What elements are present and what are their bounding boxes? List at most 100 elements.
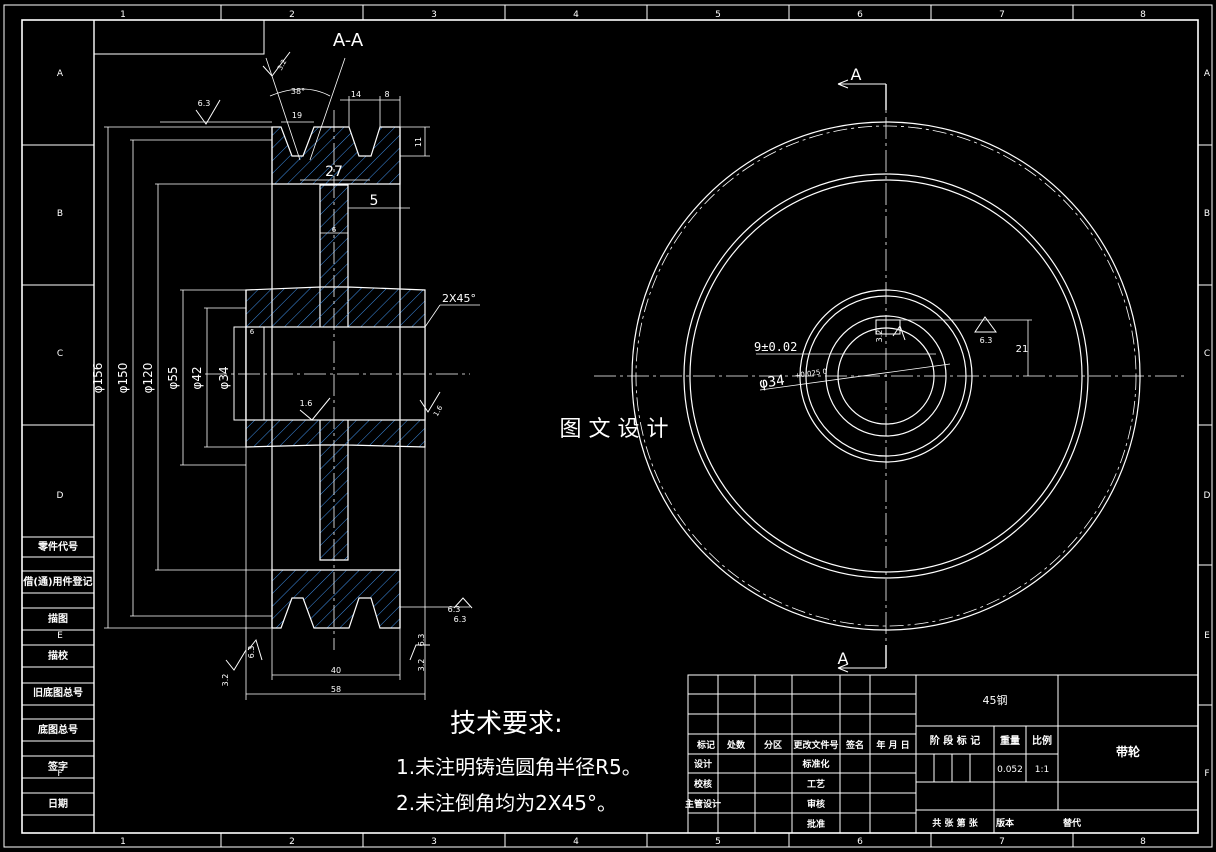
tb-weight-label: 重量 <box>1000 734 1020 747</box>
dim-6a: 6 <box>332 226 337 234</box>
dim-d42: φ42 <box>190 366 204 389</box>
cut-label-bottom: A <box>838 649 849 668</box>
zone-row-left-E: E <box>57 631 63 641</box>
tb-left-row: 校核 <box>694 778 712 790</box>
tb-mid-row: 标准化 <box>801 758 829 770</box>
zone-row-left-B: B <box>57 209 63 219</box>
watermark: 图 文 设 计 <box>560 417 669 442</box>
dim-angle: 38° <box>291 87 305 96</box>
tb-part-name: 带轮 <box>1116 744 1141 759</box>
outer-frame <box>3 4 1213 848</box>
tb-scale: 1:1 <box>1035 765 1049 775</box>
dim-11: 11 <box>414 137 423 147</box>
dim-27: 27 <box>325 164 343 180</box>
dim-chamfer: 2X45° <box>442 292 476 305</box>
rough-63b: 6.3 <box>454 615 467 624</box>
zone-row-right-B: B <box>1204 209 1210 219</box>
rough-63d: 6.3 <box>417 634 426 647</box>
tech-title: 技术要求: <box>450 709 563 739</box>
zone-row-right-C: C <box>1204 349 1210 359</box>
tb-scale-label: 比例 <box>1032 734 1052 747</box>
tb-header: 标记 <box>696 739 715 751</box>
rough-16a: 1.6 <box>300 399 313 408</box>
zone-col-bottom-3: 3 <box>431 837 437 847</box>
rough-32a: 3.2 <box>276 58 288 72</box>
rough-63a: 6.3 <box>198 99 211 108</box>
tb-mid-row: 批准 <box>807 818 825 830</box>
rough-32b: 3.2 <box>221 674 230 687</box>
dim-19: 19 <box>292 111 302 120</box>
zone-row-right-E: E <box>1204 631 1210 641</box>
dim-bore: φ34 <box>758 373 785 392</box>
tb-left-row: 设计 <box>694 758 712 770</box>
tb-header: 处数 <box>726 739 746 751</box>
dim-d34: φ34 <box>217 366 231 389</box>
dim-5: 5 <box>370 193 379 209</box>
dim-d150: φ150 <box>116 363 130 394</box>
left-table-label: 描校 <box>48 649 69 662</box>
zone-col-top-1: 1 <box>120 10 126 20</box>
tb-header: 更改文件号 <box>793 739 838 751</box>
dim-40: 40 <box>331 666 341 675</box>
zone-col-bottom-5: 5 <box>715 837 721 847</box>
zone-row-left-D: D <box>57 491 64 501</box>
front-view <box>594 79 1186 673</box>
left-table-label: 旧底图总号 <box>33 686 83 699</box>
rough-32e: 3.2 <box>875 330 884 343</box>
zone-row-right-F: F <box>1204 769 1209 779</box>
zone-col-top-8: 8 <box>1140 10 1146 20</box>
zone-col-bottom-4: 4 <box>573 837 579 847</box>
zone-col-top-7: 7 <box>999 10 1005 20</box>
rough-16b: 1.6 <box>432 404 445 418</box>
left-table-label: 底图总号 <box>38 723 78 736</box>
zone-col-bottom-8: 8 <box>1140 837 1146 847</box>
tb-stage: 阶 段 标 记 <box>930 734 980 747</box>
tech-item-2: 2.未注倒角均为2X45°。 <box>396 791 617 815</box>
zone-ticks <box>220 5 1212 847</box>
tb-version: 版本 <box>995 817 1015 829</box>
rough-63e: 6.3 <box>448 605 461 614</box>
zone-col-bottom-6: 6 <box>857 837 863 847</box>
zone-row-left-A: A <box>57 69 64 79</box>
zone-row-right-D: D <box>1204 491 1211 501</box>
cut-label-top: A <box>851 65 862 84</box>
zone-col-top-3: 3 <box>431 10 437 20</box>
zone-row-left-C: C <box>57 349 63 359</box>
left-table-label: 借(通)用件登记 <box>22 575 92 588</box>
tb-weight: 0.052 <box>997 765 1023 775</box>
dim-d120: φ120 <box>141 363 155 394</box>
tb-header: 分区 <box>764 739 782 751</box>
left-column-grid <box>22 144 94 816</box>
zone-col-top-2: 2 <box>289 10 295 20</box>
rough-32c: 3.2 <box>417 659 426 672</box>
tb-left-row: 主管设计 <box>685 798 721 810</box>
left-table-label: 描图 <box>48 612 68 625</box>
tb-header: 签名 <box>845 739 864 751</box>
zone-col-top-5: 5 <box>715 10 721 20</box>
dim-58: 58 <box>331 685 341 694</box>
tech-item-1: 1.未注明铸造圆角半径R5。 <box>396 755 642 779</box>
tb-sheet: 共 张 第 张 <box>932 817 978 829</box>
tb-header: 年 月 日 <box>876 739 909 751</box>
left-table-label: 零件代号 <box>37 540 78 553</box>
section-view <box>104 51 480 700</box>
dim-d156: φ156 <box>91 363 105 394</box>
tb-mid-row: 审核 <box>807 798 825 810</box>
dim-14: 14 <box>351 90 361 99</box>
dim-6b: 6 <box>250 328 255 336</box>
zone-col-bottom-2: 2 <box>289 837 295 847</box>
zone-col-bottom-7: 7 <box>999 837 1005 847</box>
tb-mid-row: 工艺 <box>807 778 825 790</box>
tb-replace: 替代 <box>1063 817 1081 829</box>
zone-col-top-4: 4 <box>573 10 579 20</box>
dim-d55: φ55 <box>166 366 180 389</box>
left-table-label: 日期 <box>48 797 68 810</box>
zone-row-right-A: A <box>1204 69 1211 79</box>
zone-col-top-6: 6 <box>857 10 863 20</box>
dim-depth: 21 <box>1016 344 1029 355</box>
dim-key: 9±0.02 <box>754 340 797 354</box>
title-block <box>687 674 1199 834</box>
dim-bore-tol: +0.025 0 <box>794 368 827 380</box>
